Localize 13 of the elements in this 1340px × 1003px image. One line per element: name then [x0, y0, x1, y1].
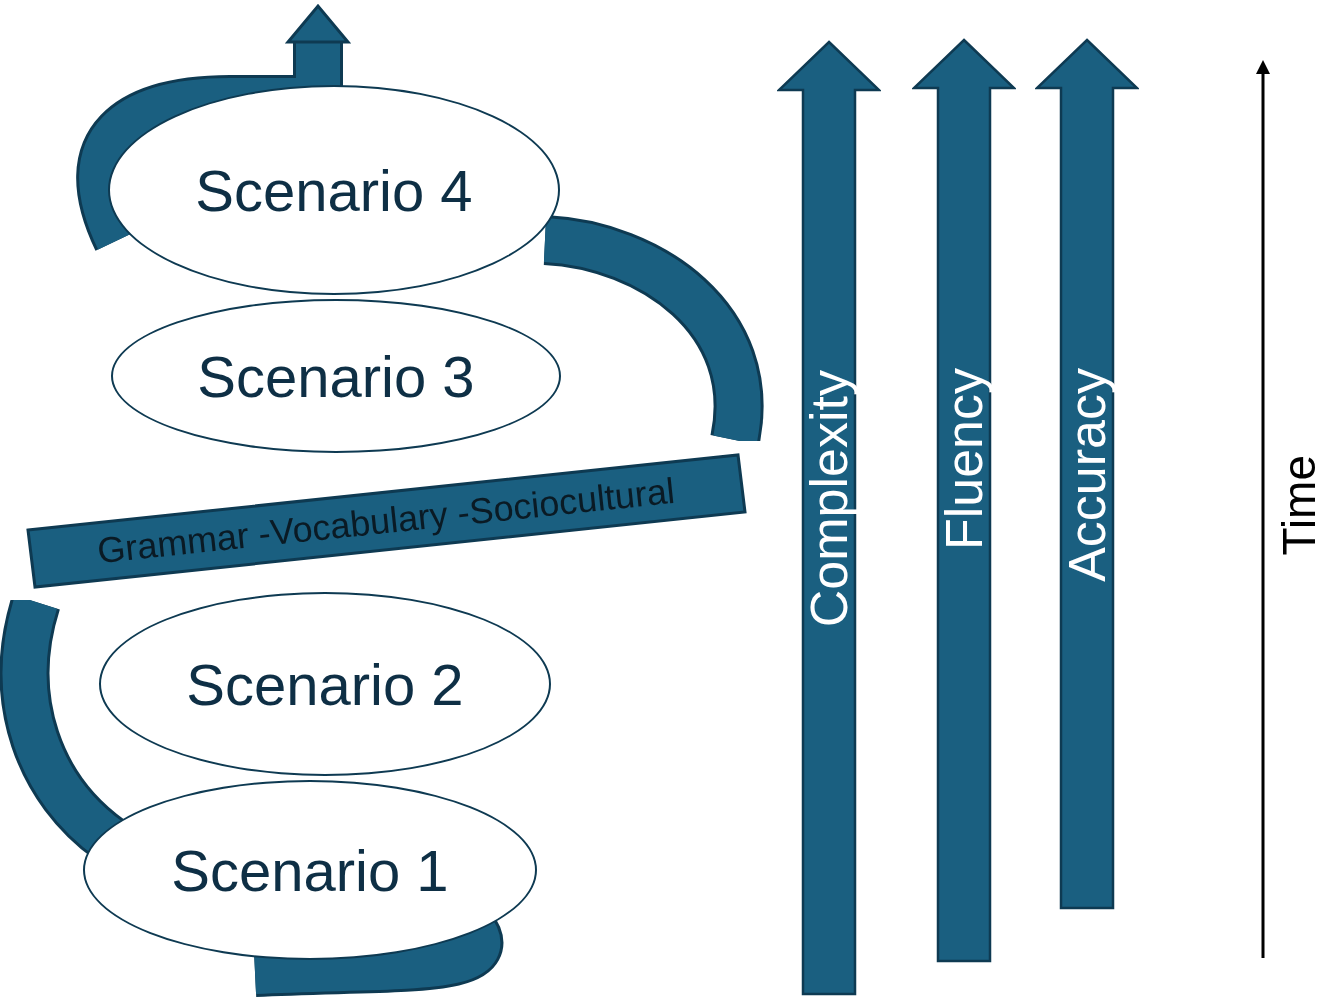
arrow-label: Fluency [934, 368, 994, 551]
ribbon-band [26, 453, 748, 590]
scenario-label: Scenario 3 [197, 342, 475, 410]
arrow-label: Accuracy [1057, 368, 1117, 582]
scenario-label: Scenario 4 [195, 156, 473, 224]
scenario-label: Scenario 2 [186, 650, 464, 718]
vertical-banner [777, 40, 881, 996]
vertical-banner [1035, 38, 1139, 910]
vertical-banner [912, 38, 1016, 963]
ribbon-label: Grammar -Vocabulary -Sociocultural [95, 469, 677, 573]
axis-label: Time [1272, 455, 1326, 556]
scenario-label: Scenario 1 [171, 836, 449, 904]
arrow-label: Complexity [799, 370, 859, 628]
